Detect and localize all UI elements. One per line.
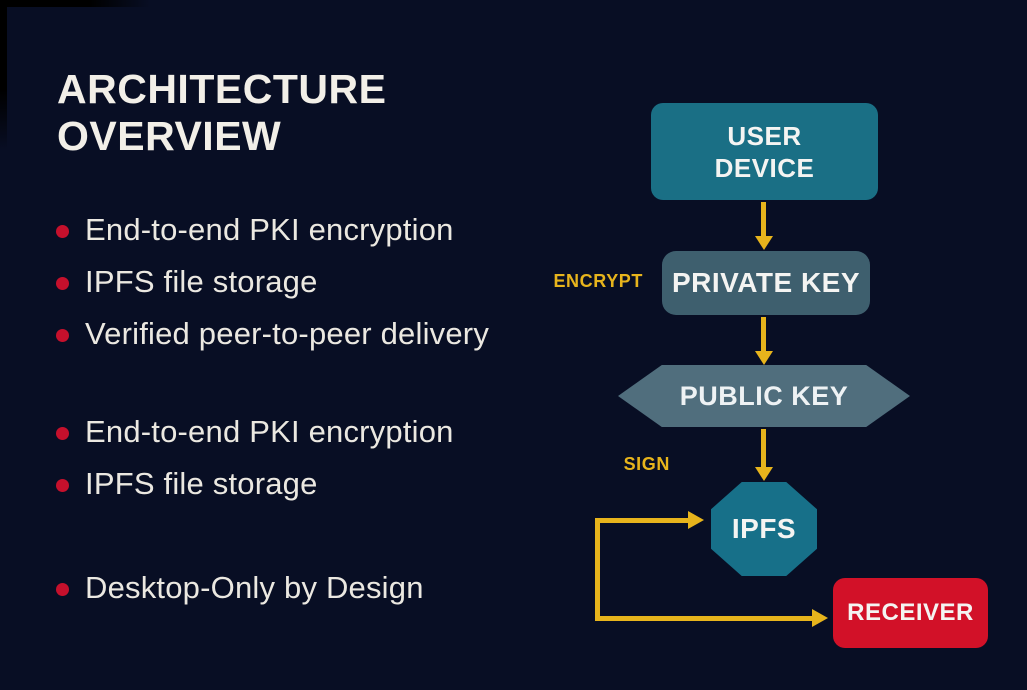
list-item: IPFS file storage xyxy=(56,458,454,510)
node-receiver: RECEIVER xyxy=(833,578,988,648)
bullet-text: End-to-end PKI encryption xyxy=(85,212,454,247)
node-private-key: PRIVATE KEY xyxy=(662,251,870,315)
bullet-text: Desktop-Only by Design xyxy=(85,570,424,605)
page-title-line1: ARCHITECTURE xyxy=(57,66,387,112)
screen-corner-artifact-left xyxy=(0,0,7,150)
bullet-dot-icon xyxy=(56,224,69,238)
elbow-connector-top xyxy=(595,518,688,523)
bullet-text: End-to-end PKI encryption xyxy=(85,414,454,449)
label-sign: SIGN xyxy=(623,454,670,474)
arrow-user-to-private xyxy=(761,202,766,237)
bullet-dot-icon xyxy=(56,582,69,596)
elbow-connector-bottom xyxy=(595,616,812,621)
list-item: IPFS file storage xyxy=(56,256,489,308)
node-user-device: USER DEVICE xyxy=(651,103,878,200)
page-title: ARCHITECTURE OVERVIEW xyxy=(57,66,386,160)
node-user-device-label: USER DEVICE xyxy=(715,120,815,184)
arrowhead-down-icon xyxy=(755,467,773,481)
bullet-dot-icon xyxy=(56,426,69,440)
bullet-group-1: End-to-end PKI encryption IPFS file stor… xyxy=(56,204,489,360)
arrow-private-to-public xyxy=(761,317,766,352)
bullet-text: Verified peer-to-peer delivery xyxy=(85,316,490,351)
list-item: Verified peer-to-peer delivery xyxy=(56,308,489,360)
elbow-connector-vertical xyxy=(595,518,600,621)
list-item: Desktop-Only by Design xyxy=(56,562,424,614)
bullet-group-3: Desktop-Only by Design xyxy=(56,562,424,614)
node-ipfs: IPFS xyxy=(711,482,817,576)
arrow-public-to-ipfs xyxy=(761,429,766,468)
bullet-text: IPFS file storage xyxy=(85,466,318,501)
arrowhead-right-icon xyxy=(812,609,828,627)
node-user-device-line1: USER xyxy=(727,120,802,151)
bullet-text: IPFS file storage xyxy=(85,264,318,299)
list-item: End-to-end PKI encryption xyxy=(56,406,454,458)
bullet-group-2: End-to-end PKI encryption IPFS file stor… xyxy=(56,406,454,510)
screen-corner-artifact-top xyxy=(0,0,150,7)
node-user-device-line2: DEVICE xyxy=(714,152,815,183)
page-title-line2: OVERVIEW xyxy=(57,113,282,159)
list-item: End-to-end PKI encryption xyxy=(56,204,489,256)
bullet-dot-icon xyxy=(56,276,69,290)
arrowhead-down-icon xyxy=(755,236,773,250)
bullet-dot-icon xyxy=(56,328,69,342)
label-encrypt: ENCRYPT xyxy=(553,271,643,291)
node-public-key: PUBLIC KEY xyxy=(618,365,910,427)
bullet-dot-icon xyxy=(56,478,69,492)
arrowhead-right-icon xyxy=(688,511,704,529)
arrowhead-down-icon xyxy=(755,351,773,365)
